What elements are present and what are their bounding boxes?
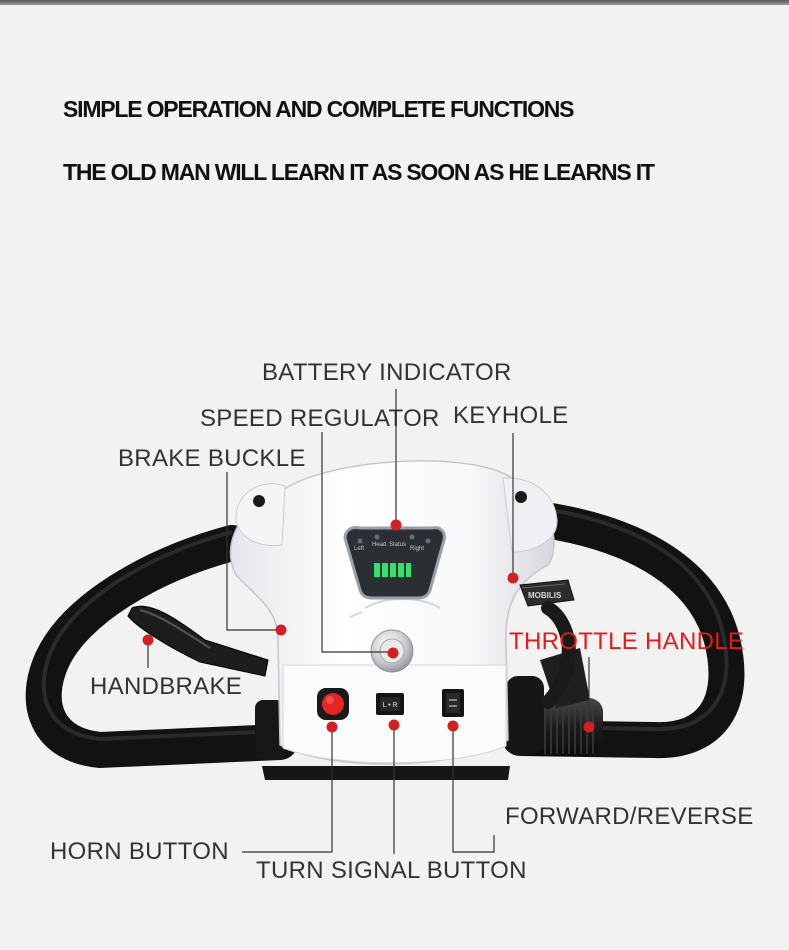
left-grip-collar: [255, 700, 285, 760]
speed-callout-line: [321, 432, 392, 653]
turn-signal-callout-dot: [388, 719, 400, 731]
lamp-label-status: Status: [389, 542, 406, 548]
turn-signal-switch: L • R: [376, 693, 404, 715]
brake-buckle-callout-line: [226, 472, 281, 631]
battery-bar: [374, 563, 380, 577]
keyhole-label: KEYHOLE: [453, 402, 569, 429]
keyhole-callout-dot: [507, 572, 519, 584]
battery-indicator-label: BATTERY INDICATOR: [262, 359, 512, 386]
ignition-key: MOBILIS: [519, 579, 576, 709]
brake-buckle-label: BRAKE BUCKLE: [118, 445, 306, 472]
battery-display: Left Head Status Right: [343, 526, 446, 600]
throttle-callout-dot: [583, 721, 595, 733]
horn-button-label: HORN BUTTON: [50, 838, 229, 865]
battery-bar: [398, 563, 404, 577]
handbrake-label: HANDBRAKE: [90, 673, 243, 700]
brake-buckle-callout-dot: [275, 624, 287, 636]
horn-callout-line: [242, 727, 333, 853]
handbrake-lever: [127, 605, 269, 677]
battery-bar: [390, 563, 396, 577]
lamp-label-head: Head: [372, 542, 386, 548]
top-image-edge: [0, 0, 789, 5]
horn-callout-dot: [326, 721, 338, 733]
handlebar: [25, 502, 745, 769]
callout-dots: [142, 519, 595, 733]
callout-lines: [147, 389, 590, 854]
battery-bar: [382, 563, 388, 577]
forward-reverse-label: FORWARD/REVERSE: [505, 803, 754, 830]
turn-signal-button-label: TURN SIGNAL BUTTON: [256, 857, 527, 884]
headline-line-2: THE OLD MAN WILL LEARN IT AS SOON AS HE …: [63, 159, 655, 185]
forward-reverse-callout-line: [452, 726, 495, 853]
battery-callout-dot: [390, 519, 402, 531]
forward-reverse-switch: [442, 689, 464, 717]
lamp-label-right: Right: [410, 546, 424, 552]
horn-button-graphic: [317, 688, 349, 720]
forward-reverse-callout-dot: [447, 720, 459, 732]
turn-switch-text: L • R: [382, 702, 397, 709]
throttle-grip: [506, 648, 603, 756]
handbrake-callout-dot: [142, 634, 154, 646]
headline-line-1: SIMPLE OPERATION AND COMPLETE FUNCTIONS: [63, 96, 575, 122]
key-tag-text: MOBILIS: [528, 591, 562, 600]
lamp-label-left: Left: [354, 546, 364, 552]
speed-regulator-label: SPEED REGULATOR: [200, 405, 440, 432]
battery-bar: [406, 563, 411, 577]
speed-callout-dot: [387, 647, 399, 659]
throttle-handle-label: THROTTLE HANDLE: [509, 628, 745, 655]
